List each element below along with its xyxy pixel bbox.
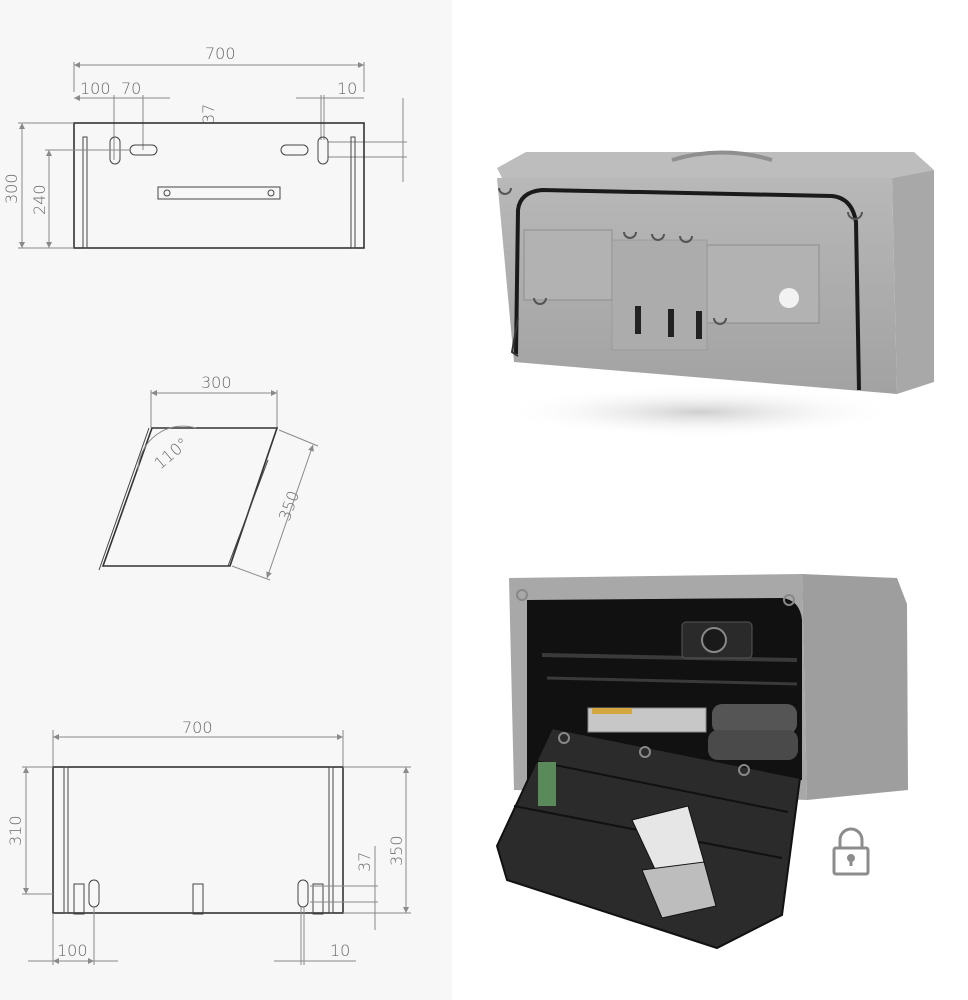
top-slot-spacing-label: 70 [121, 79, 141, 98]
bottom-offset-right-label: 10 [330, 941, 350, 960]
lock-icon [832, 827, 870, 876]
top-offset-left-label: 100 [80, 79, 111, 98]
product-photos-panel [452, 0, 968, 1000]
bottom-width-label: 700 [182, 718, 213, 737]
bottom-height-inner-label: 310 [6, 815, 25, 846]
top-offset-right-label: 10 [337, 79, 357, 98]
top-width-label: 700 [205, 44, 236, 63]
side-view-drawing: 300 110° 350 [98, 373, 319, 581]
top-view-drawing: 700 100 70 10 37 30 [2, 44, 407, 249]
top-height-inner-label: 240 [30, 184, 49, 215]
bottom-offset-left-label: 100 [57, 941, 88, 960]
top-height-outer-label: 300 [2, 173, 21, 204]
bottom-small-vertical-label: 37 [355, 852, 374, 872]
bottom-height-outer-label: 350 [387, 835, 406, 866]
open-bag-photo [495, 574, 908, 950]
top-small-vertical-label: 37 [199, 104, 218, 124]
bottom-view-drawing: 700 310 350 37 100 10 [6, 718, 411, 965]
side-depth-label: 300 [201, 373, 232, 392]
brand-badge [779, 288, 799, 308]
closed-bag-photo [497, 150, 934, 438]
technical-drawings-panel: 700 100 70 10 37 30 [0, 0, 452, 1000]
